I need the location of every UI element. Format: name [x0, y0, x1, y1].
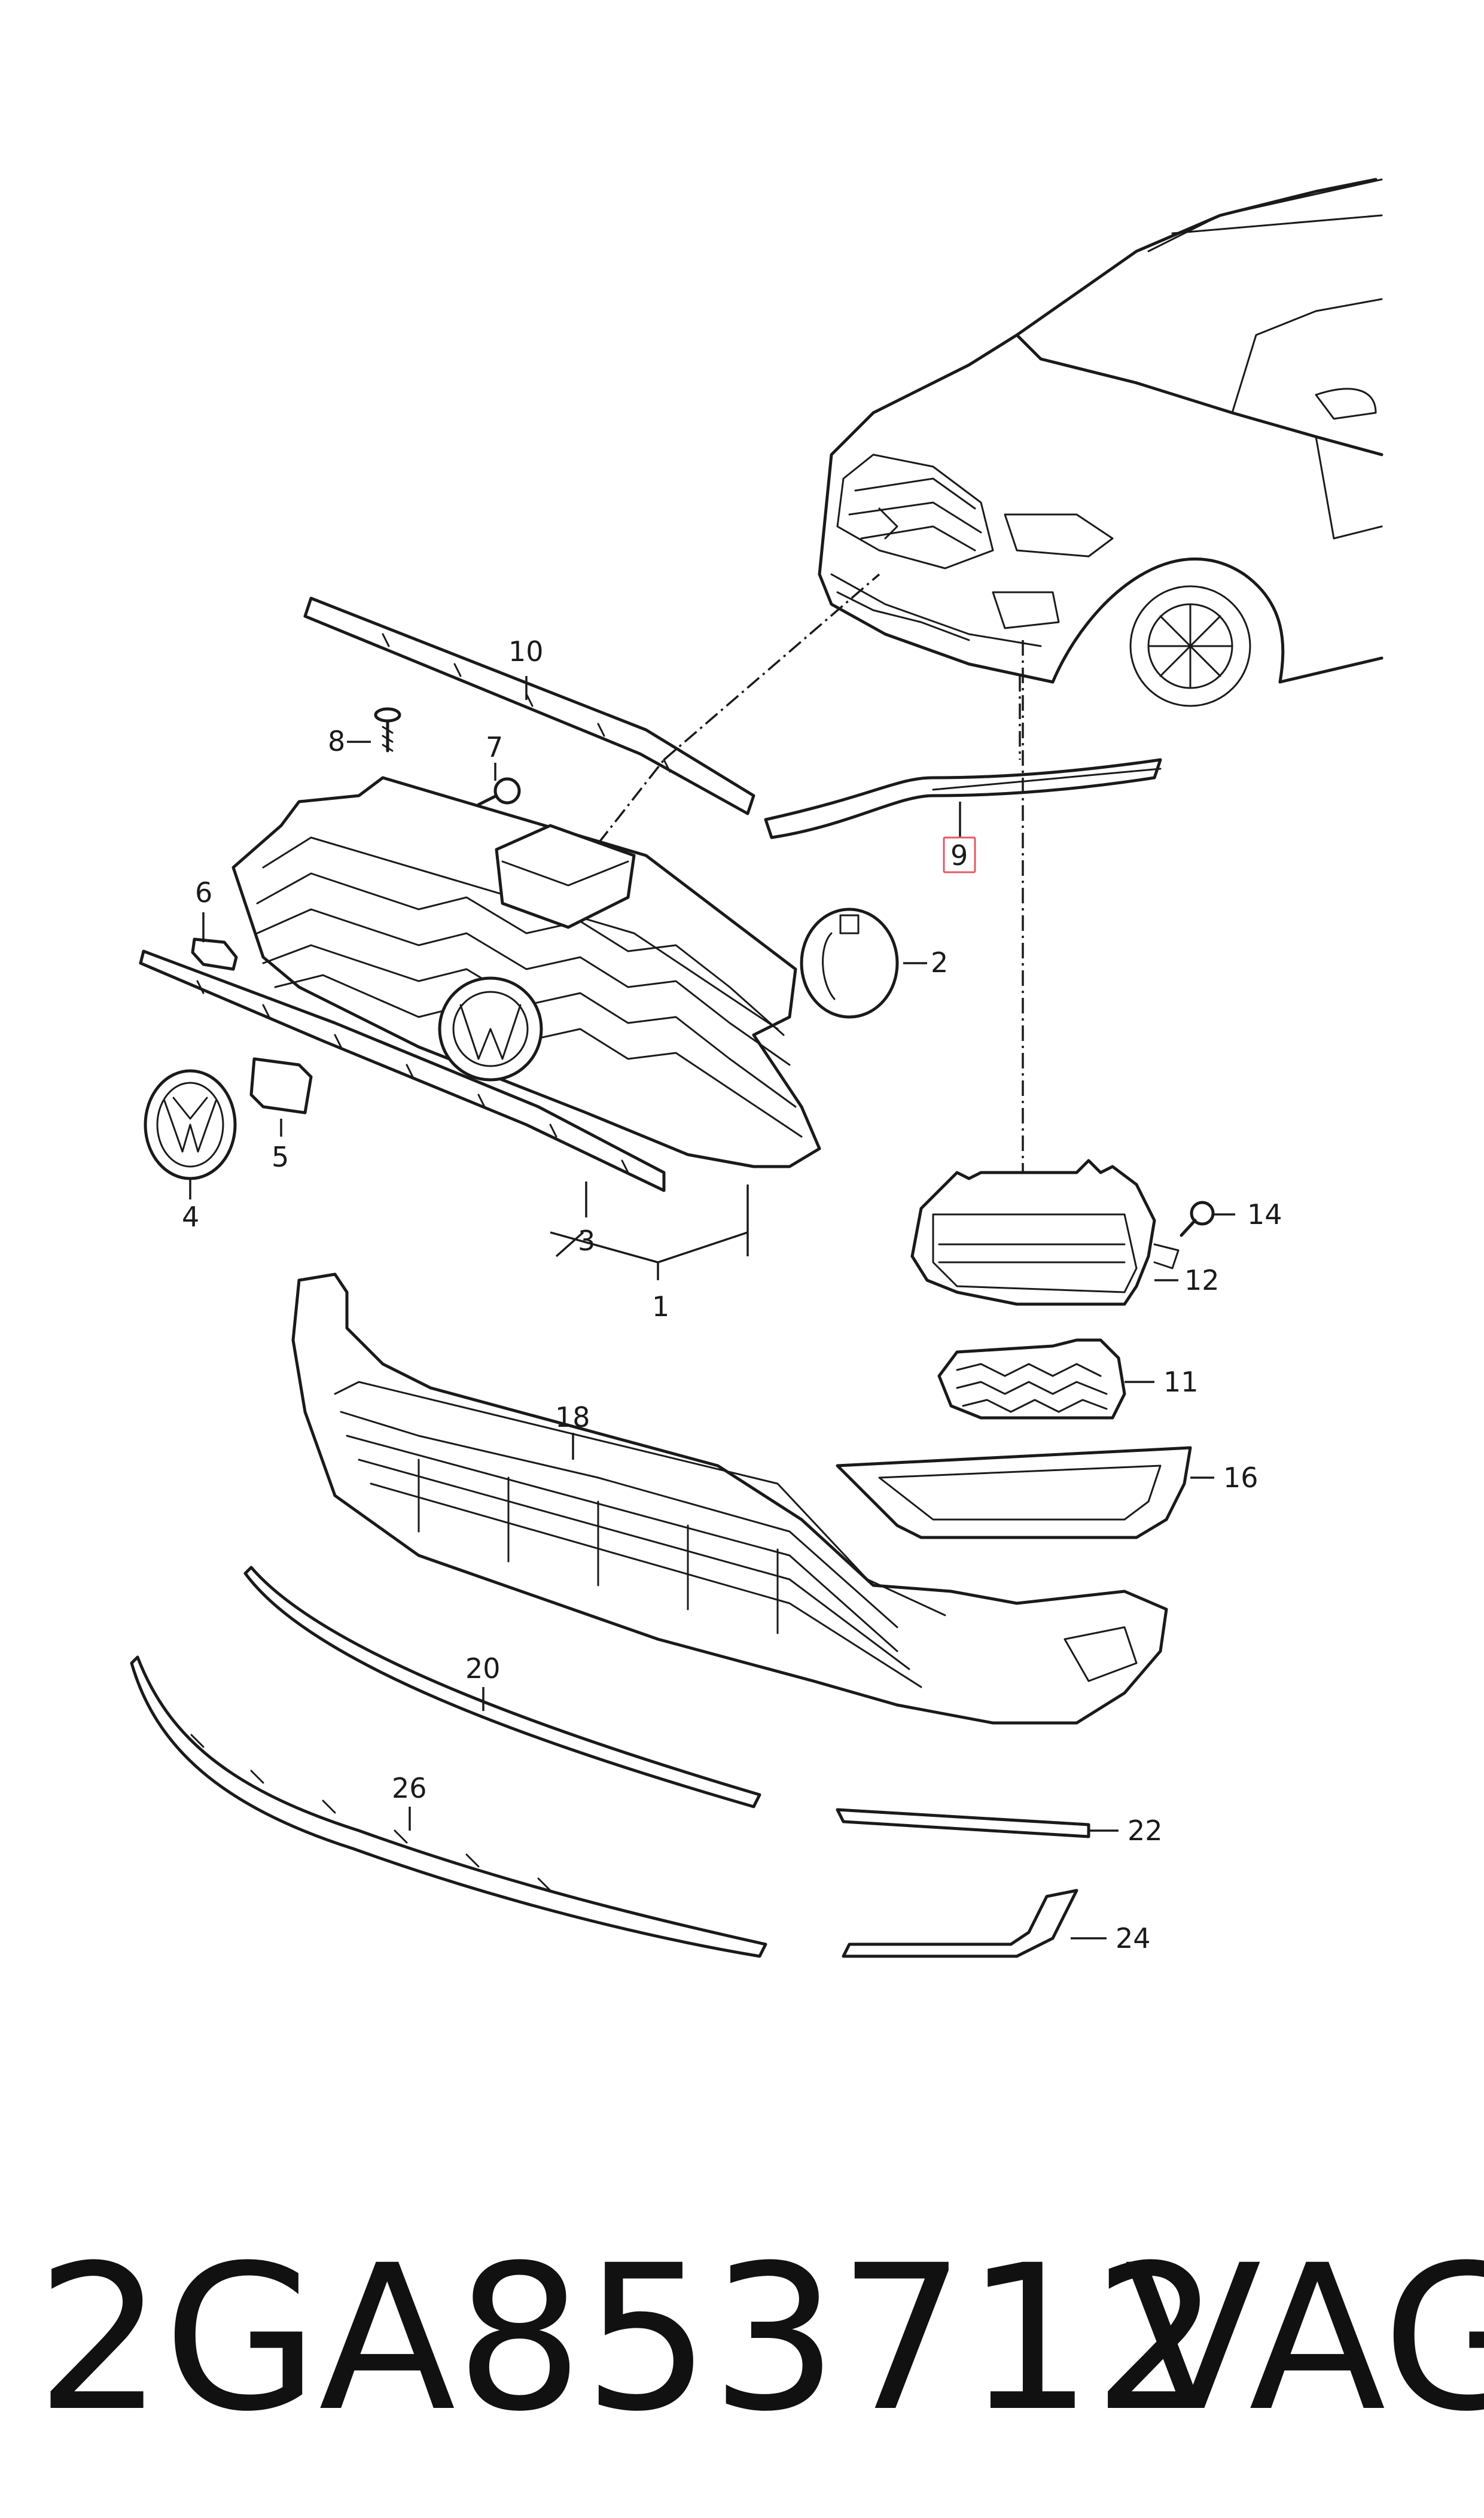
callout-24: 24 [1116, 1922, 1151, 1954]
callout-20: 20 [465, 1652, 501, 1685]
vehicle-illustration [818, 178, 1384, 707]
callout-3: 3 [578, 1225, 595, 1257]
footer: 2GA853712 VAG [24, 2222, 1484, 2456]
part-11-grille-insert [937, 1338, 1126, 1420]
part-8-screw [374, 707, 401, 753]
part-12-fog-lamp-housing [910, 1159, 1180, 1306]
callout-22: 22 [1128, 1814, 1163, 1847]
callout-labels: 10 8 7 6 2 9 4 5 3 1 14 12 11 16 18 20 2… [182, 635, 1282, 1954]
leader-lines [189, 676, 1235, 1940]
callout-11: 11 [1163, 1366, 1199, 1398]
highlight-box-9 [943, 836, 976, 873]
part-1-radiator-grille [231, 776, 821, 1168]
callout-16: 16 [1223, 1462, 1258, 1494]
part-22-trim-strip [836, 1808, 1090, 1838]
part-26-lower-trim-strip [130, 1655, 767, 1958]
part-7-screw [477, 777, 521, 806]
callout-1: 1 [652, 1290, 669, 1323]
assembly-dash-lines [597, 573, 1024, 1173]
part-16-fog-lamp-trim [836, 1446, 1192, 1539]
callout-9: 9 [950, 839, 968, 872]
part-18-bumper-grille [291, 1272, 1168, 1725]
part-24-corner-trim [842, 1889, 1078, 1958]
callout-12: 12 [1184, 1264, 1220, 1296]
callout-5: 5 [272, 1141, 289, 1173]
callout-18: 18 [555, 1401, 590, 1433]
brand-name: VAG [1125, 2222, 1484, 2456]
part-9-molding-strip [764, 758, 1162, 839]
part-6-clip [191, 937, 238, 971]
callout-14: 14 [1247, 1198, 1282, 1231]
callout-6: 6 [195, 876, 212, 909]
callout-4: 4 [182, 1201, 199, 1233]
callout-26: 26 [392, 1772, 427, 1804]
callout-2: 2 [931, 946, 948, 979]
callout-10: 10 [508, 635, 544, 668]
part-5-bracket [249, 1057, 313, 1115]
part-14-screw [1180, 1201, 1215, 1237]
part-4-vw-emblem [144, 1069, 237, 1180]
part-20-molding-strip [243, 1566, 761, 1808]
callout-7: 7 [486, 731, 503, 763]
part-3-grille-lower-strip [139, 949, 666, 1192]
part-2-cover-cap [800, 908, 899, 1019]
part-number: 2GA853712 [36, 2222, 1221, 2456]
part-10-upper-trim-strip [303, 596, 755, 815]
callout-8: 8 [328, 725, 345, 757]
